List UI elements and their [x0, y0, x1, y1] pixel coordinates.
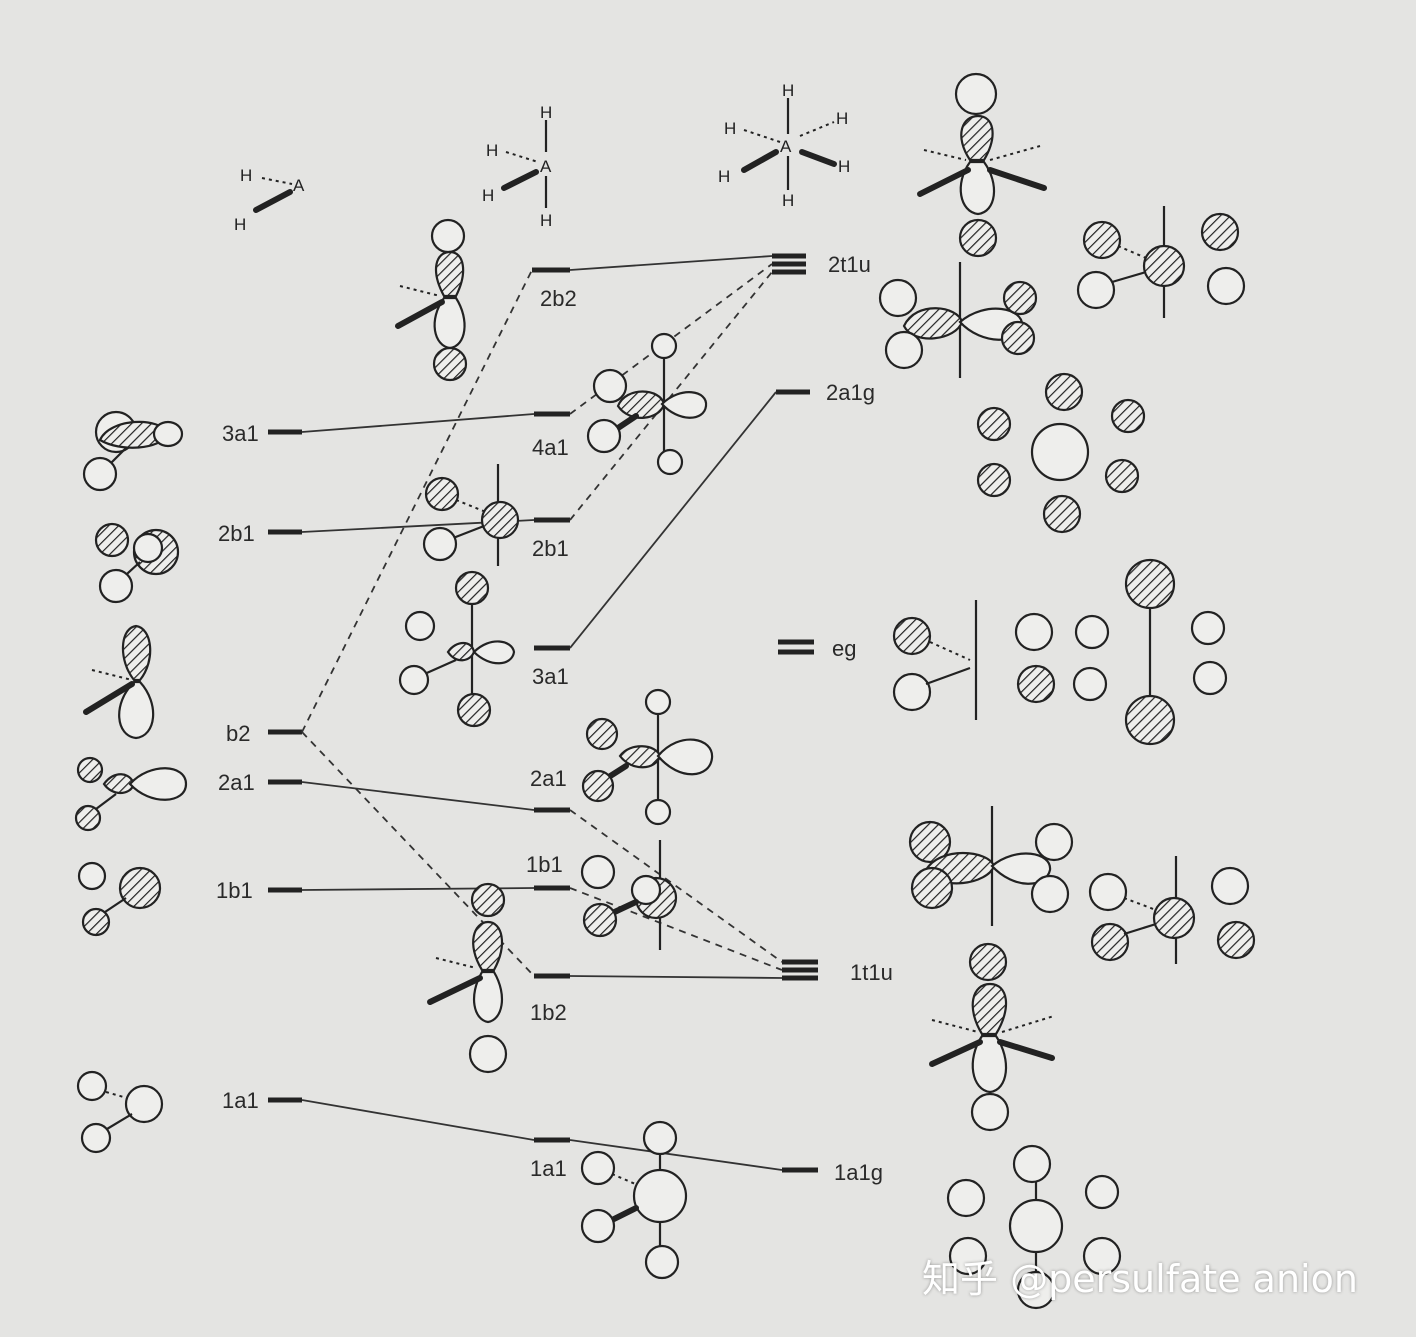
- orbital-right-2t1u-c: [1076, 206, 1246, 318]
- orbital-left-b2: [83, 624, 155, 740]
- oct-h-bottom: H: [782, 191, 794, 210]
- left-label-1b1: 1b1: [216, 878, 253, 903]
- orbital-left-2b1: [94, 522, 180, 604]
- left-label-2a1: 2a1: [218, 770, 255, 795]
- mid-label-1b2: 1b2: [530, 1000, 567, 1025]
- bent-center: A: [293, 176, 305, 195]
- right-label-eg: eg: [832, 636, 856, 661]
- orbital-right-2a1g: [976, 372, 1146, 534]
- orbital-right-eg-b: [1072, 558, 1228, 746]
- pyr-h-top: H: [540, 103, 552, 122]
- orbital-mid-2b1: [422, 464, 520, 566]
- orbital-mid-1b2: [427, 882, 508, 1074]
- correlation-lines: [301, 255, 783, 1171]
- oct-h-front-left: H: [718, 167, 730, 186]
- right-label-2a1g: 2a1g: [826, 380, 875, 405]
- orbital-left-1a1: [76, 1070, 164, 1154]
- bent-h-2: H: [234, 215, 246, 234]
- right-label-1a1g: 1a1g: [834, 1160, 883, 1185]
- mid-label-1b1: 1b1: [526, 852, 563, 877]
- oct-center: A: [780, 137, 792, 156]
- orbital-mid-1a1: [580, 1120, 688, 1280]
- orbital-right-1t1u-b: [1088, 856, 1256, 964]
- mid-label-4a1: 4a1: [532, 435, 569, 460]
- mid-label-2b1: 2b1: [532, 536, 569, 561]
- orbital-right-1t1u-a: [908, 806, 1074, 926]
- oct-h-back-right: H: [836, 109, 848, 128]
- orbital-mid-2b2: [395, 218, 468, 382]
- octahedral-molecule: H H H A H H H: [718, 81, 850, 210]
- mid-label-2a1: 2a1: [530, 766, 567, 791]
- orbital-right-1a1g: [946, 1144, 1122, 1310]
- pyr-h-front: H: [482, 186, 494, 205]
- orbital-left-3a1: [82, 410, 184, 492]
- left-levels: 3a1 2b1 b2 2a1 1b1 1a1: [216, 421, 302, 1113]
- orbital-right-2t1u-b: [878, 262, 1038, 378]
- mid-label-2b2: 2b2: [540, 286, 577, 311]
- oct-h-top: H: [782, 81, 794, 100]
- orbital-mid-1b1: [580, 840, 678, 950]
- bent-h-1: H: [240, 166, 252, 185]
- orbital-left-1b1: [77, 861, 162, 937]
- orbital-right-1t1u-c: [929, 942, 1055, 1132]
- oct-h-front-right: H: [838, 157, 850, 176]
- right-label-1t1u: 1t1u: [850, 960, 893, 985]
- orbital-right-eg-a: [892, 600, 1056, 720]
- watermark: 知乎 @persulfate anion: [922, 1257, 1358, 1301]
- left-label-2b1: 2b1: [218, 521, 255, 546]
- orbital-left-2a1: [74, 756, 188, 832]
- pyr-center: A: [540, 157, 552, 176]
- orbital-mid-4a1: [586, 332, 708, 476]
- mid-label-3a1: 3a1: [532, 664, 569, 689]
- left-label-3a1: 3a1: [222, 421, 259, 446]
- right-levels: 2t1u 2a1g eg 1t1u 1a1g: [772, 252, 893, 1185]
- middle-levels: 2b2 4a1 2b1 3a1 2a1 1b1 1b2 1a1: [526, 267, 577, 1181]
- left-label-b2: b2: [226, 721, 250, 746]
- mid-label-1a1: 1a1: [530, 1156, 567, 1181]
- pyr-h-bottom: H: [540, 211, 552, 230]
- pyramidal-molecule: H H A H H: [482, 103, 552, 230]
- oct-h-back-left: H: [724, 119, 736, 138]
- orbital-right-2t1u-a: [917, 72, 1047, 258]
- orbital-mid-3a1: [398, 570, 516, 728]
- right-label-2t1u: 2t1u: [828, 252, 871, 277]
- left-label-1a1: 1a1: [222, 1088, 259, 1113]
- bent-molecule: H A H: [234, 166, 305, 234]
- orbital-mid-2a1: [581, 688, 714, 826]
- pyr-h-left: H: [486, 141, 498, 160]
